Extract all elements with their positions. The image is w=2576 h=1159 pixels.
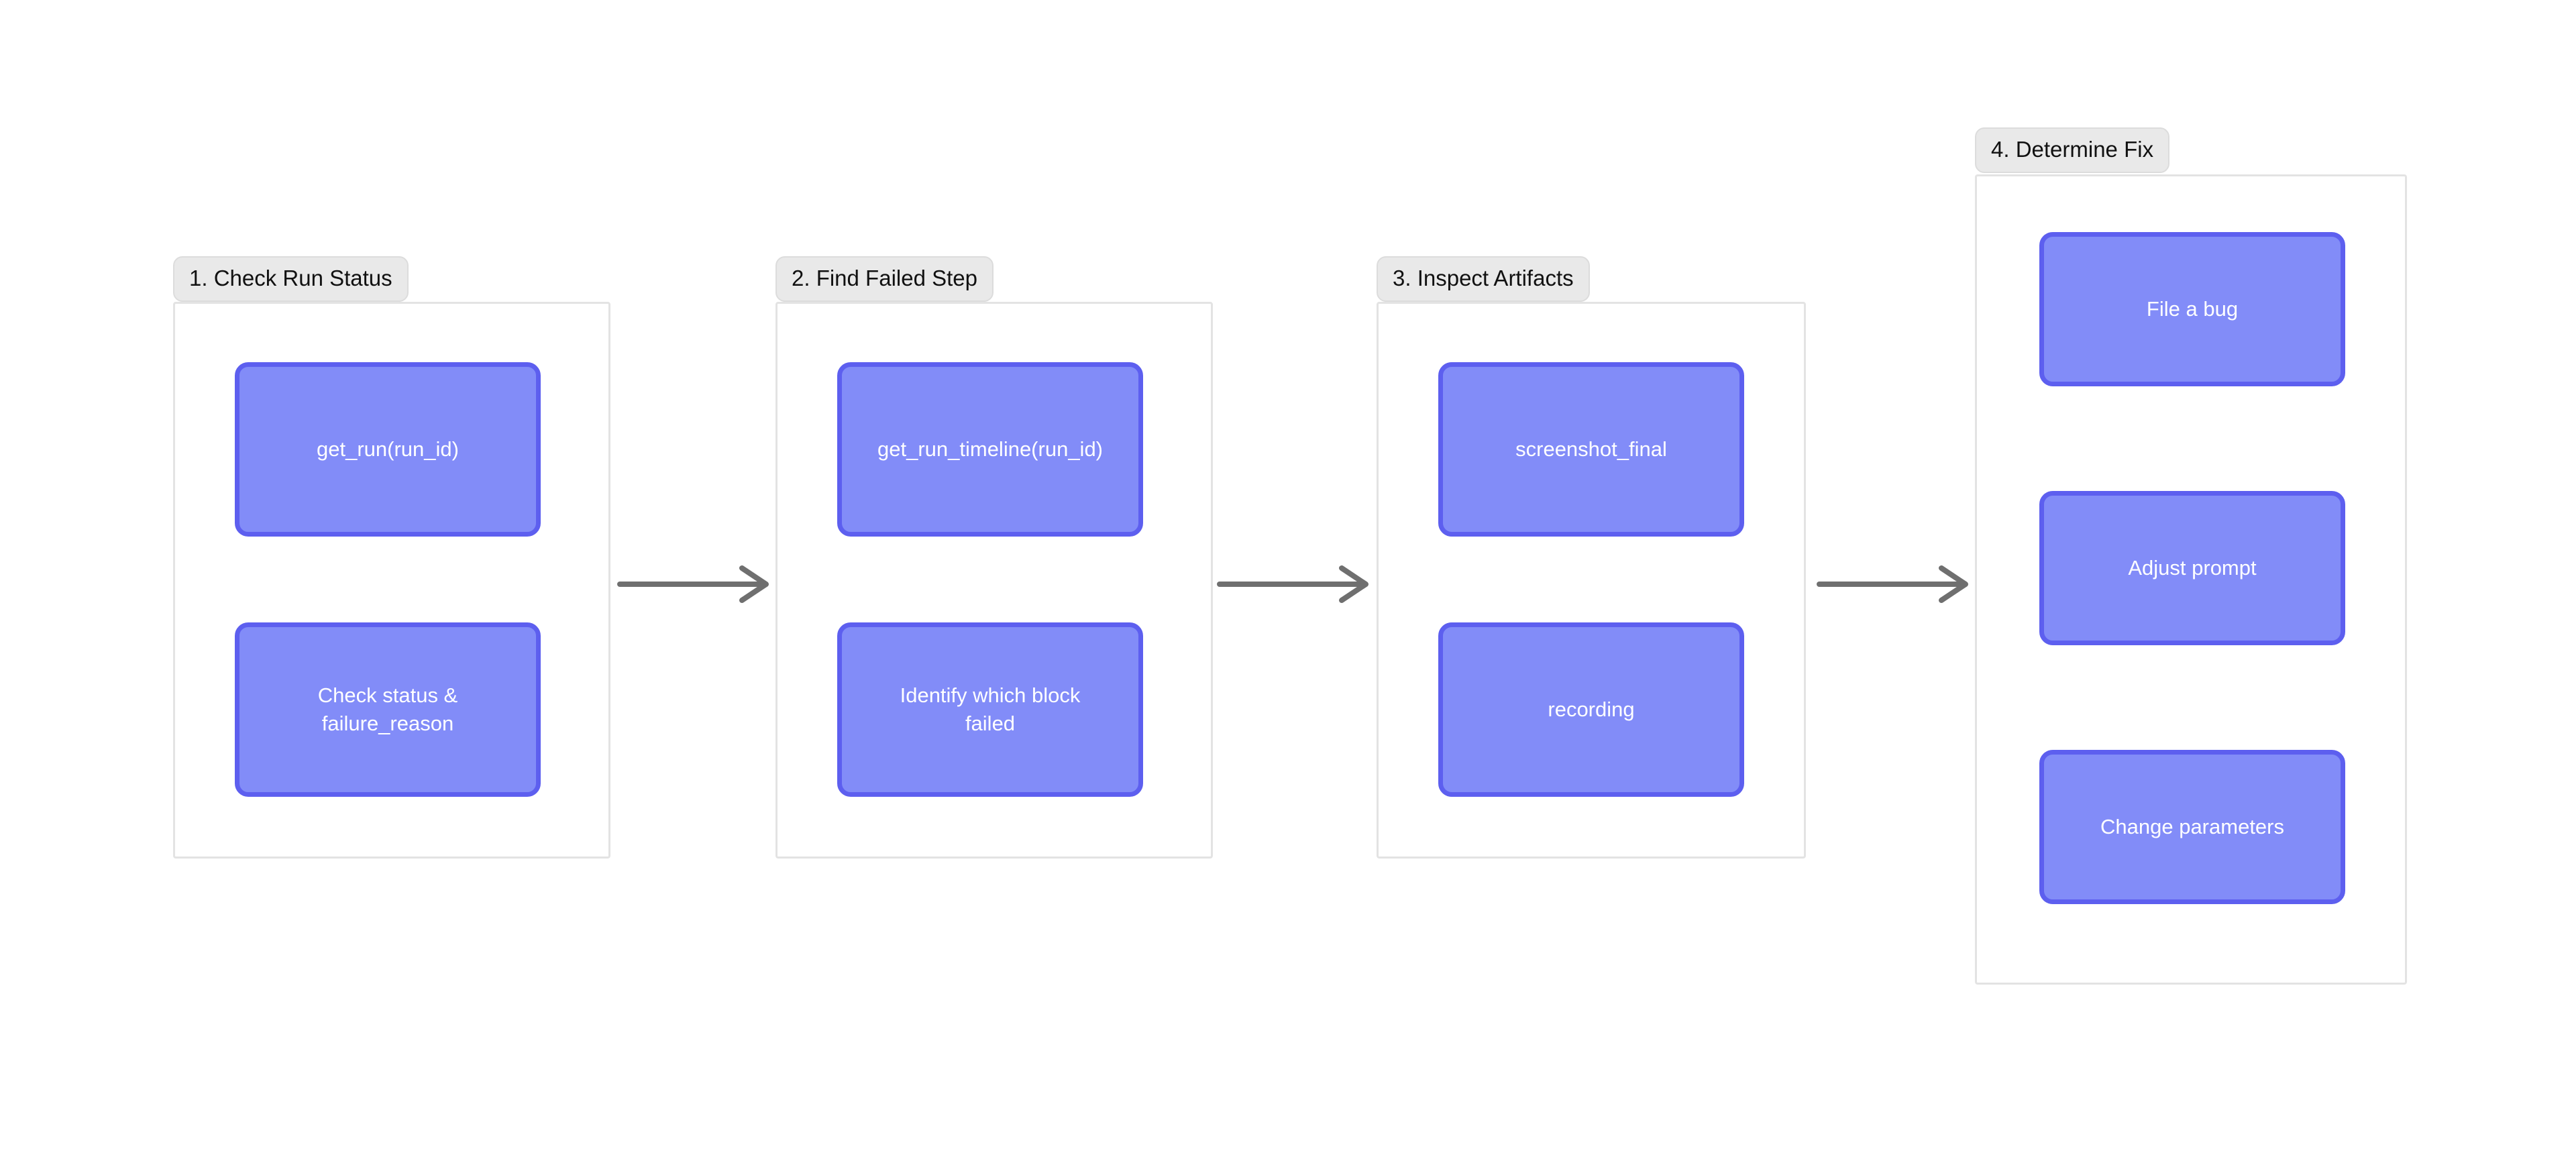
node-file-a-bug[interactable]: File a bug [2039, 232, 2345, 386]
node-get-run-timeline[interactable]: get_run_timeline(run_id) [837, 362, 1143, 537]
group-inspect-artifacts: 3. Inspect Artifacts screenshot_final re… [1377, 256, 1806, 860]
arrow-right-icon [1217, 565, 1368, 603]
node-check-status[interactable]: Check status & failure_reason [235, 622, 541, 797]
node-get-run[interactable]: get_run(run_id) [235, 362, 541, 537]
node-label: Check status & failure_reason [317, 683, 458, 735]
group-label-2: 2. Find Failed Step [775, 256, 994, 302]
node-identify-failed-block[interactable]: Identify which block failed [837, 622, 1143, 797]
node-adjust-prompt[interactable]: Adjust prompt [2039, 491, 2345, 645]
node-label: screenshot_final [1515, 437, 1667, 461]
node-screenshot-final[interactable]: screenshot_final [1438, 362, 1744, 537]
arrow-right-icon [1817, 565, 1968, 603]
node-label: get_run_timeline(run_id) [877, 437, 1104, 461]
group-determine-fix: 4. Determine Fix File a bug Adjust promp… [1975, 127, 2407, 986]
group-find-failed-step: 2. Find Failed Step get_run_timeline(run… [775, 256, 1213, 860]
group-check-run-status: 1. Check Run Status get_run(run_id) Chec… [173, 256, 610, 860]
connector-arrow-3-4 [1817, 563, 1978, 605]
node-change-parameters[interactable]: Change parameters [2039, 750, 2345, 904]
node-label: Adjust prompt [2128, 556, 2257, 580]
node-label: Identify which block failed [900, 683, 1081, 735]
node-label: Change parameters [2100, 815, 2284, 839]
node-label: get_run(run_id) [317, 437, 459, 461]
node-label: recording [1548, 698, 1635, 722]
node-recording[interactable]: recording [1438, 622, 1744, 797]
node-label: File a bug [2146, 297, 2239, 321]
connector-arrow-2-3 [1217, 563, 1378, 605]
arrow-right-icon [617, 565, 769, 603]
group-label-1: 1. Check Run Status [173, 256, 409, 302]
group-label-3: 3. Inspect Artifacts [1377, 256, 1590, 302]
connector-arrow-1-2 [617, 563, 778, 605]
group-label-4: 4. Determine Fix [1975, 127, 2170, 173]
